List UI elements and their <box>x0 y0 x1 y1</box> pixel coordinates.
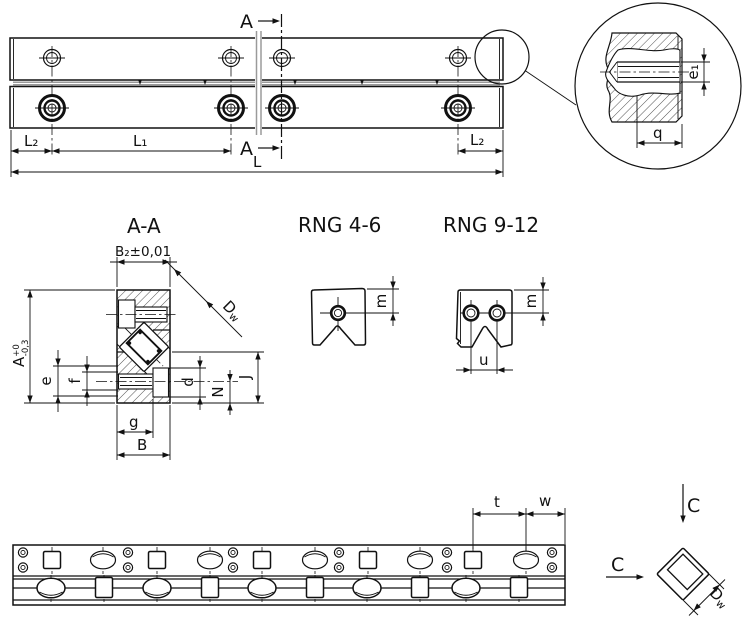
rng912-hole-right <box>488 304 506 322</box>
rng46-dim-m-group: m <box>367 276 399 326</box>
upper-rail-outline <box>9 37 504 129</box>
rail-seam <box>13 80 500 86</box>
rng912-hole-left <box>462 304 480 322</box>
rng912-dim-m: m <box>522 294 540 309</box>
dim-d-n-j-group: d N J <box>157 351 264 415</box>
view-c-group: C C Dw <box>606 484 733 616</box>
dim-dw-group: Dw <box>164 259 246 338</box>
section-title: A-A <box>127 214 161 238</box>
dim-j: J <box>236 375 254 380</box>
crossed-roller <box>119 322 169 372</box>
roller-pocket <box>305 574 325 603</box>
rng46-plate <box>310 287 367 346</box>
dim-w: w <box>539 492 551 510</box>
detail-leader <box>524 70 577 106</box>
cage-strip-view: t w <box>12 492 566 606</box>
dim-l2-right: L₂ <box>470 131 484 149</box>
dim-b2-group: B₂±0,01 <box>110 244 177 287</box>
rng46-view: RNG 4-6 m <box>298 213 399 346</box>
dim-q-group: q <box>636 96 683 148</box>
rng46-title: RNG 4-6 <box>298 213 381 237</box>
dim-l2-left: L₂ <box>24 132 38 150</box>
rng46-hole <box>329 304 347 322</box>
dim-b2: B₂±0,01 <box>115 244 171 260</box>
dim-g: g <box>129 413 139 431</box>
view-c-label-side: C <box>611 554 624 576</box>
rng912-plate <box>455 289 513 348</box>
dim-q: q <box>653 124 663 142</box>
roller-pocket <box>200 574 220 603</box>
dim-a-group: A+0-0,3 <box>10 289 115 404</box>
rng912-dim-u: u <box>479 351 489 369</box>
dim-l: L <box>253 153 262 171</box>
upper-mounting-hole <box>106 299 176 329</box>
roller-pocket <box>410 574 430 603</box>
roller-pocket <box>94 574 114 603</box>
dim-e-f-group: e f <box>37 350 118 412</box>
rng46-dim-m: m <box>372 294 390 309</box>
dim-e: e <box>37 376 55 385</box>
threaded-bore <box>600 50 692 94</box>
section-body <box>96 289 238 404</box>
rng912-view: RNG 9-12 m u <box>443 213 549 374</box>
roller-pocket <box>509 574 529 603</box>
dim-b: B <box>137 436 147 454</box>
section-letter-bottom: A <box>240 138 253 160</box>
rng912-dim-m-group: m <box>514 277 549 326</box>
dim-dw-iso: Dw <box>705 584 733 612</box>
dim-e1-group: e₁ <box>681 48 710 96</box>
dim-a: A+0-0,3 <box>10 340 31 367</box>
detail-view: e₁ q <box>474 2 742 170</box>
dim-g-b-group: g B <box>116 399 171 460</box>
top-view-dimensions: L₂ L₁ L₂ L <box>10 130 504 177</box>
dim-d: d <box>179 377 197 387</box>
dim-l1: L₁ <box>133 132 147 150</box>
dim-dw: Dw <box>218 297 246 325</box>
dim-t: t <box>494 493 500 511</box>
detail-source-circle <box>474 29 530 85</box>
dim-e1: e₁ <box>684 64 702 79</box>
section-letter-top: A <box>240 11 253 33</box>
lower-rail-holes <box>35 94 475 122</box>
rng912-dim-u-group: u <box>456 351 513 373</box>
dim-f: f <box>66 378 84 384</box>
view-c-label-top: C <box>687 495 700 517</box>
roller-iso <box>656 547 710 601</box>
lower-mounting-hole <box>96 367 238 398</box>
upper-rail-holes <box>39 48 471 68</box>
section-line-a: A A <box>240 11 283 162</box>
section-view-aa: A-A B₂±0,01 <box>10 214 264 460</box>
top-view-rail-pair: A A L₂ L₁ L₂ L <box>9 11 504 177</box>
rng912-title: RNG 9-12 <box>443 213 539 237</box>
dim-t-w-group: t w <box>472 492 566 551</box>
dim-n: N <box>209 386 227 397</box>
